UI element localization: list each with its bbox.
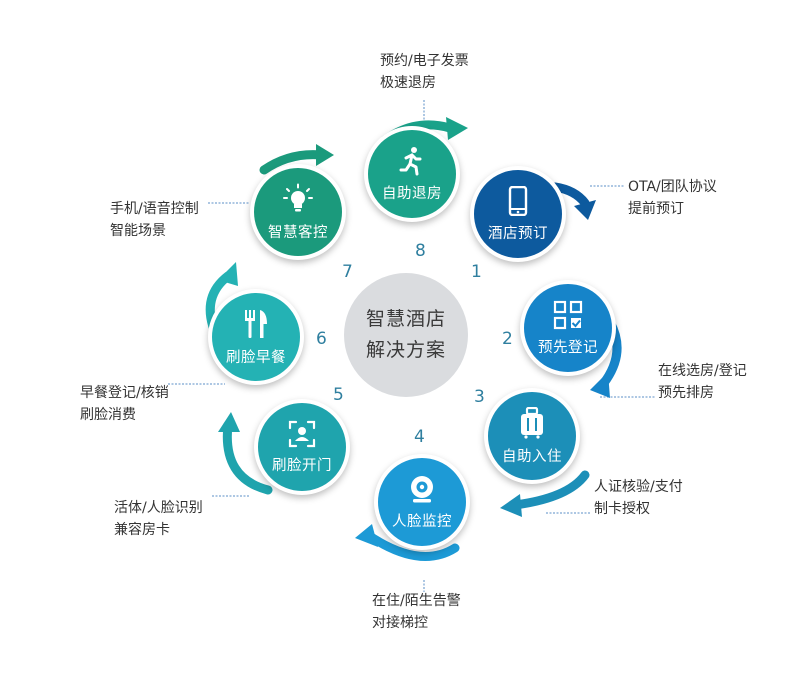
note-face-monitoring: 在住/陌生告警 对接梯控 bbox=[372, 590, 461, 634]
center-circle: 智慧酒店 解决方案 bbox=[344, 273, 468, 397]
note-face-door-open: 活体/人脸识别 兼容房卡 bbox=[114, 497, 203, 541]
smartphone-icon bbox=[508, 185, 528, 216]
face-scan-icon bbox=[288, 420, 316, 447]
note-line: 在住/陌生告警 bbox=[372, 593, 461, 609]
node-pre-registration: 预先登记 bbox=[520, 280, 616, 376]
fork-knife-icon bbox=[245, 309, 267, 338]
node-label: 自助入住 bbox=[502, 448, 562, 465]
node-label: 自助退房 bbox=[382, 185, 442, 202]
note-line: 刷脸消费 bbox=[80, 407, 136, 423]
arc-arrowhead-8 bbox=[446, 117, 468, 140]
node-label: 刷脸开门 bbox=[272, 457, 332, 474]
note-face-breakfast: 早餐登记/核销 刷脸消费 bbox=[80, 382, 169, 426]
luggage-icon bbox=[521, 406, 543, 439]
note-hotel-booking: OTA/团队协议 提前预订 bbox=[628, 176, 717, 220]
note-self-checkin: 人证核验/支付 制卡授权 bbox=[594, 476, 683, 520]
note-line: OTA/团队协议 bbox=[628, 179, 717, 195]
qr-check-icon bbox=[553, 300, 583, 329]
note-pre-registration: 在线选房/登记 预先排房 bbox=[658, 360, 747, 404]
note-smart-room-control: 手机/语音控制 智能场景 bbox=[110, 198, 199, 242]
center-title-line2: 解决方案 bbox=[365, 339, 446, 361]
step-number: 6 bbox=[316, 329, 327, 349]
node-label: 智慧客控 bbox=[268, 224, 328, 241]
note-self-checkout: 预约/电子发票 极速退房 bbox=[380, 50, 469, 94]
arc-arrow-5 bbox=[222, 420, 273, 495]
note-line: 兼容房卡 bbox=[114, 522, 170, 538]
step-number: 8 bbox=[415, 241, 426, 261]
arc-arrowhead-4 bbox=[355, 524, 378, 547]
node-label: 刷脸早餐 bbox=[226, 349, 286, 366]
node-face-monitoring: 人脸监控 bbox=[374, 454, 470, 550]
step-number: 4 bbox=[414, 427, 425, 447]
note-line: 对接梯控 bbox=[372, 615, 428, 631]
arc-arrow-3 bbox=[510, 470, 590, 510]
note-line: 极速退房 bbox=[380, 75, 436, 91]
note-line: 预约/电子发票 bbox=[380, 53, 469, 69]
note-line: 在线选房/登记 bbox=[658, 363, 747, 379]
note-line: 手机/语音控制 bbox=[110, 201, 199, 217]
arc-arrowhead-3 bbox=[500, 494, 522, 517]
note-line: 制卡授权 bbox=[594, 501, 650, 517]
webcam-icon bbox=[411, 475, 433, 502]
note-line: 预先排房 bbox=[658, 385, 714, 401]
node-smart-room-control: 智慧客控 bbox=[250, 164, 346, 260]
note-line: 人证核验/支付 bbox=[594, 479, 683, 495]
step-number: 2 bbox=[502, 329, 513, 349]
step-number: 1 bbox=[471, 262, 482, 282]
node-label: 预先登记 bbox=[538, 339, 598, 356]
note-line: 智能场景 bbox=[110, 223, 166, 239]
note-line: 早餐登记/核销 bbox=[80, 385, 169, 401]
arc-arrowhead-6 bbox=[218, 262, 238, 286]
node-face-door-open: 刷脸开门 bbox=[254, 399, 350, 495]
arc-arrowhead-5 bbox=[218, 412, 240, 432]
arc-arrowhead-1 bbox=[574, 200, 596, 220]
arc-arrowhead-7 bbox=[316, 144, 334, 166]
note-line: 提前预订 bbox=[628, 201, 684, 217]
node-hotel-booking: 酒店预订 bbox=[470, 166, 566, 262]
node-label: 酒店预订 bbox=[488, 225, 548, 242]
arc-arrow-4 bbox=[363, 530, 460, 561]
lightbulb-icon bbox=[283, 183, 313, 211]
note-line: 活体/人脸识别 bbox=[114, 500, 203, 516]
node-label: 人脸监控 bbox=[392, 513, 452, 530]
step-number: 5 bbox=[333, 385, 344, 405]
step-number: 7 bbox=[342, 262, 353, 282]
node-self-checkout: 自助退房 bbox=[364, 126, 460, 222]
running-person-icon bbox=[399, 146, 422, 175]
node-self-checkin: 自助入住 bbox=[484, 388, 580, 484]
node-face-breakfast: 刷脸早餐 bbox=[208, 289, 304, 385]
arc-arrowhead-2 bbox=[590, 372, 610, 398]
center-title-line1: 智慧酒店 bbox=[365, 308, 446, 330]
step-number: 3 bbox=[474, 387, 485, 407]
